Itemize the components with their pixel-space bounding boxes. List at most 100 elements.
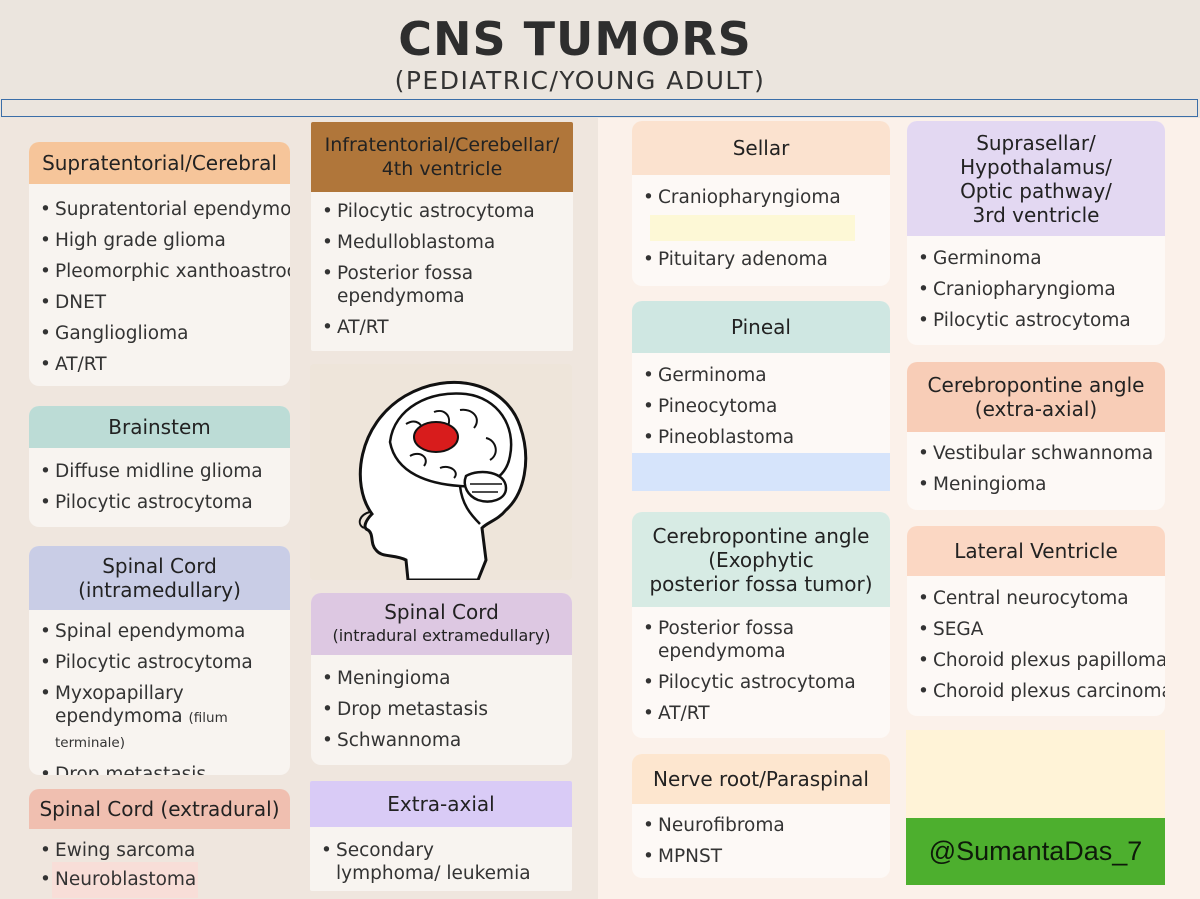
card-cpa-extra-axial: Cerebropontine angle (extra-axial) Vesti… (907, 362, 1165, 510)
header-band (0, 0, 1200, 118)
page-subtitle: (PEDIATRIC/YOUNG ADULT) (394, 66, 766, 95)
list-item: Pilocytic astrocytoma (29, 651, 290, 674)
list-item: Supratentorial ependymoma (29, 198, 290, 221)
list-item: Pilocytic astrocytoma (29, 491, 290, 514)
card-cpa-exophytic: Cerebropontine angle (Exophytic posterio… (632, 512, 890, 738)
page-title: CNS TUMORS (398, 12, 752, 66)
card-title: Extra-axial (387, 792, 495, 816)
card-header: Spinal Cord (intramedullary) (29, 546, 290, 610)
card-header: Infratentorial/Cerebellar/ 4th ventricle (311, 122, 573, 192)
list-item: Central neurocytoma (907, 587, 1165, 610)
card-header: Cerebropontine angle (Exophytic posterio… (632, 512, 890, 607)
card-title: Pineal (731, 315, 791, 339)
list-item: Neurofibroma (632, 814, 890, 837)
list-item: Drop metastasis (29, 763, 290, 775)
card-extra-axial: Extra-axial Secondary lymphoma/ leukemia (310, 781, 572, 891)
card-title-line: Infratentorial/Cerebellar/ (324, 134, 560, 156)
card-header: Sellar (632, 121, 890, 175)
list-item: Pilocytic astrocytoma (907, 309, 1165, 332)
list-item: Ewing sarcoma (29, 839, 290, 862)
child-brain-illustration (310, 364, 572, 580)
card-title-line: 4th ventricle (381, 158, 503, 180)
card-header: Nerve root/Paraspinal (632, 754, 890, 804)
list-item: Choroid plexus papilloma (907, 649, 1165, 672)
card-header: Supratentorial/Cerebral (29, 142, 290, 184)
list-item: SEGA (907, 618, 1165, 641)
list-item: AT/RT (311, 316, 573, 339)
card-title-line: Spinal Cord (384, 600, 499, 624)
card-title-line: Spinal Cord (102, 554, 217, 578)
list-item: Craniopharyngioma (632, 186, 890, 209)
card-body: Craniopharyngioma Pituitary adenoma (632, 175, 890, 271)
card-title-line: (Exophytic (708, 547, 814, 572)
card-supratentorial: Supratentorial/Cerebral Supratentorial e… (29, 142, 290, 386)
list-item: Posterior fossa ependymoma (311, 262, 511, 308)
card-title-line: Optic pathway/ (960, 178, 1112, 203)
card-header: Brainstem (29, 406, 290, 448)
list-item: Spinal ependymoma (29, 620, 290, 643)
card-title-line: (extra-axial) (974, 397, 1098, 421)
list-item: Pituitary adenoma (632, 248, 890, 271)
myxo-note: (filum terminale) (55, 710, 228, 751)
header-divider (1, 99, 1198, 117)
list-item: Secondary lymphoma/ leukemia (310, 839, 540, 885)
card-body: Pilocytic astrocytoma Medulloblastoma Po… (311, 192, 573, 339)
list-item: Vestibular schwannoma (907, 442, 1165, 465)
card-title: Brainstem (108, 415, 211, 439)
card-title: Nerve root/Paraspinal (653, 767, 869, 791)
list-item: Medulloblastoma (311, 231, 573, 254)
highlight-band (650, 215, 855, 241)
card-body: Spinal ependymoma Pilocytic astrocytoma … (29, 610, 290, 775)
list-item: Schwannoma (311, 729, 572, 752)
list-item: AT/RT (632, 702, 890, 725)
card-title-line: Cerebropontine angle (652, 523, 870, 548)
card-body: Central neurocytoma SEGA Choroid plexus … (907, 576, 1165, 703)
list-item: Ganglioglioma (29, 322, 290, 345)
list-item: MPNST (632, 845, 890, 868)
card-body: Meningioma Drop metastasis Schwannoma (311, 655, 572, 752)
card-title: Spinal Cord (extradural) (39, 797, 280, 821)
card-spinal-extradural: Spinal Cord (extradural) Ewing sarcoma N… (29, 789, 290, 899)
card-spinal-intramedullary: Spinal Cord (intramedullary) Spinal epen… (29, 546, 290, 775)
list-item: Meningioma (907, 473, 1165, 496)
card-title-line: posterior fossa tumor) (649, 571, 873, 596)
card-nerve-root: Nerve root/Paraspinal Neurofibroma MPNST (632, 754, 890, 878)
list-item: Myxopapillary ependymoma (filum terminal… (29, 682, 287, 755)
blank-box (906, 730, 1165, 818)
card-infratentorial: Infratentorial/Cerebellar/ 4th ventricle… (311, 122, 573, 351)
card-body: Supratentorial ependymoma High grade gli… (29, 184, 290, 376)
card-title-line: Cerebropontine angle (927, 373, 1145, 397)
card-body: Diffuse midline glioma Pilocytic astrocy… (29, 448, 290, 514)
card-header: Spinal Cord (intradural extramedullary) (311, 593, 572, 655)
card-body: Vestibular schwannoma Meningioma (907, 432, 1165, 496)
list-item: Pleomorphic xanthoastrocytoma (29, 260, 290, 283)
list-item: Pineoblastoma (632, 426, 890, 449)
highlight-band (632, 453, 890, 491)
list-item: Diffuse midline glioma (29, 460, 290, 483)
myxo-label: Myxopapillary ependymoma (55, 683, 184, 727)
card-title-line: (intradural extramedullary) (332, 626, 551, 645)
card-brainstem: Brainstem Diffuse midline glioma Pilocyt… (29, 406, 290, 527)
card-spinal-intradural: Spinal Cord (intradural extramedullary) … (311, 593, 572, 765)
list-item: Pineocytoma (632, 395, 890, 418)
list-item: Craniopharyngioma (907, 278, 1165, 301)
card-title-line: Hypothalamus/ (960, 154, 1112, 179)
card-suprasellar: Suprasellar/ Hypothalamus/ Optic pathway… (907, 121, 1165, 345)
list-item: Choroid plexus carcinoma (907, 680, 1165, 703)
card-title: Sellar (732, 136, 790, 160)
card-header: Cerebropontine angle (extra-axial) (907, 362, 1165, 432)
list-item: Neuroblastoma (29, 868, 290, 891)
card-title-line: (intramedullary) (78, 578, 241, 602)
list-item: DNET (29, 291, 290, 314)
card-header: Pineal (632, 301, 890, 353)
card-title: Lateral Ventricle (954, 539, 1118, 563)
list-item: Pilocytic astrocytoma (311, 200, 573, 223)
card-sellar: Sellar Craniopharyngioma Pituitary adeno… (632, 121, 890, 286)
list-item: Drop metastasis (311, 698, 572, 721)
list-item: Germinoma (907, 247, 1165, 270)
list-item: Meningioma (311, 667, 572, 690)
card-title-line: Suprasellar/ (976, 130, 1096, 155)
card-header: Lateral Ventricle (907, 526, 1165, 576)
list-item: High grade glioma (29, 229, 290, 252)
card-body: Germinoma Pineocytoma Pineoblastoma (632, 353, 890, 449)
